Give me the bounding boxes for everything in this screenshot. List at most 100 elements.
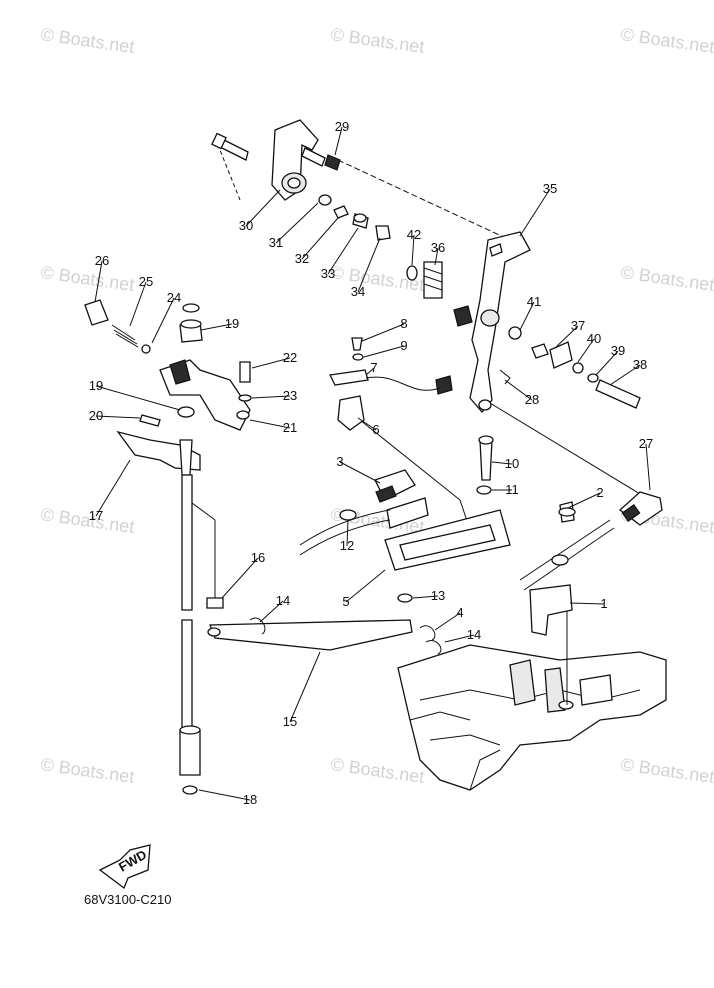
callout-leader	[346, 519, 349, 547]
callout-19: 19	[225, 316, 239, 331]
callout-4: 4	[456, 605, 463, 620]
callout-1: 1	[600, 596, 607, 611]
callout-leader	[434, 247, 439, 266]
cable-bracket-assembly	[519, 501, 615, 636]
watermark-text: © Boats.net	[619, 262, 714, 295]
callout-leader	[249, 419, 291, 429]
callout-leader	[95, 459, 131, 517]
callout-leader	[357, 237, 381, 293]
callout-leader	[361, 323, 405, 342]
callout-11: 11	[505, 482, 519, 497]
callout-14: 14	[467, 627, 481, 642]
callout-leader	[554, 325, 579, 349]
callout-2: 2	[596, 485, 603, 500]
callout-leader	[411, 234, 415, 266]
callout-leader	[519, 188, 551, 237]
callout-25: 25	[139, 274, 153, 289]
callout-leader	[444, 634, 475, 643]
callout-27: 27	[639, 436, 653, 451]
callout-leader	[339, 461, 381, 484]
callout-leader	[345, 569, 386, 603]
center-bracket-assembly	[299, 435, 511, 603]
watermark-text: © Boats.net	[329, 24, 425, 57]
callout-leader	[245, 189, 281, 227]
callout-leader	[567, 492, 601, 509]
callout-leader	[609, 364, 641, 386]
fwd-arrow: FWD	[98, 844, 151, 890]
callout-32: 32	[295, 251, 309, 266]
callout-6: 6	[372, 422, 379, 437]
watermark-text: © Boats.net	[39, 754, 135, 787]
callout-42: 42	[407, 227, 421, 242]
callout-3: 3	[336, 454, 343, 469]
callout-13: 13	[431, 588, 445, 603]
callout-labels: 1234567891011121314141516171819192021222…	[89, 119, 653, 807]
callout-41: 41	[527, 294, 541, 309]
callout-leader	[645, 443, 651, 491]
callout-leader	[504, 379, 533, 401]
callout-20: 20	[89, 408, 103, 423]
watermark-text: © Boats.net	[619, 754, 714, 787]
callout-leader	[434, 612, 461, 631]
callout-16: 16	[251, 550, 265, 565]
watermark-text: © Boats.net	[39, 262, 135, 295]
callout-leader	[275, 202, 319, 244]
shift-rod	[207, 617, 442, 655]
callout-18: 18	[243, 792, 257, 807]
callout-leader	[595, 350, 619, 376]
callout-34: 34	[351, 284, 365, 299]
callout-36: 36	[431, 240, 445, 255]
callout-40: 40	[587, 331, 601, 346]
callout-leader	[151, 297, 175, 344]
watermark-text: © Boats.net	[39, 504, 135, 537]
callout-leader	[301, 217, 339, 260]
callout-leader	[251, 357, 291, 369]
callout-leader	[95, 385, 181, 411]
callout-leader	[577, 338, 595, 363]
callout-leader	[519, 301, 535, 331]
engine-housing	[397, 644, 667, 791]
callout-8: 8	[400, 316, 407, 331]
callout-23: 23	[283, 388, 297, 403]
callout-10: 10	[505, 456, 519, 471]
callout-leader	[94, 260, 103, 303]
callout-5: 5	[342, 594, 349, 609]
callout-leader	[200, 323, 233, 331]
callout-22: 22	[283, 350, 297, 365]
callout-19: 19	[89, 378, 103, 393]
callout-leader	[365, 367, 375, 376]
callout-38: 38	[633, 357, 647, 372]
callout-17: 17	[89, 508, 103, 523]
watermark-text: © Boats.net	[39, 24, 135, 57]
callout-24: 24	[167, 290, 181, 305]
diagram-code: 68V3100-C210	[84, 892, 171, 907]
callout-leader	[412, 595, 439, 599]
callout-28: 28	[525, 392, 539, 407]
callout-26: 26	[95, 253, 109, 268]
upper-link-assembly	[211, 119, 391, 241]
callout-leader	[491, 461, 513, 465]
callout-leader	[129, 281, 147, 327]
callout-12: 12	[340, 538, 354, 553]
callout-leader	[251, 395, 291, 399]
callout-15: 15	[283, 714, 297, 729]
callout-14: 14	[276, 593, 290, 608]
callout-7: 7	[370, 360, 377, 375]
callout-leader	[95, 415, 141, 419]
callout-37: 37	[571, 318, 585, 333]
callout-39: 39	[611, 343, 625, 358]
callout-35: 35	[543, 181, 557, 196]
right-arm-assembly	[406, 231, 663, 526]
callout-21: 21	[283, 420, 297, 435]
leader-lines	[187, 144, 651, 705]
callout-leader	[289, 651, 321, 723]
callout-29: 29	[335, 119, 349, 134]
watermark-text: © Boats.net	[619, 24, 714, 57]
callout-leader	[259, 600, 284, 623]
callout-leader	[363, 345, 405, 358]
vertical-shaft	[179, 474, 224, 795]
callout-30: 30	[239, 218, 253, 233]
left-linkage-assembly	[84, 299, 252, 476]
callout-leader	[334, 126, 343, 156]
